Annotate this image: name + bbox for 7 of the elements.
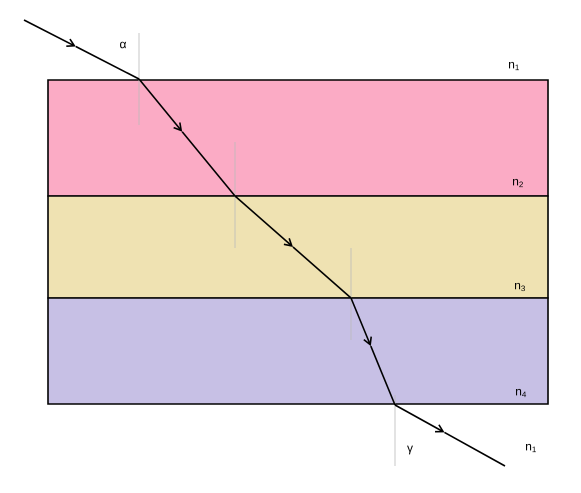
- symbol-label: n$_{3}$: [515, 282, 525, 292]
- symbol-label: n$_{1}$: [526, 444, 536, 452]
- symbol-label: γ: [407, 446, 413, 454]
- symbol-label: n$_{2}$: [513, 178, 523, 188]
- symbol-label: α: [120, 42, 126, 48]
- symbol-label: n$_{1}$: [509, 62, 519, 70]
- symbol-label: n$_{4}$: [516, 388, 526, 398]
